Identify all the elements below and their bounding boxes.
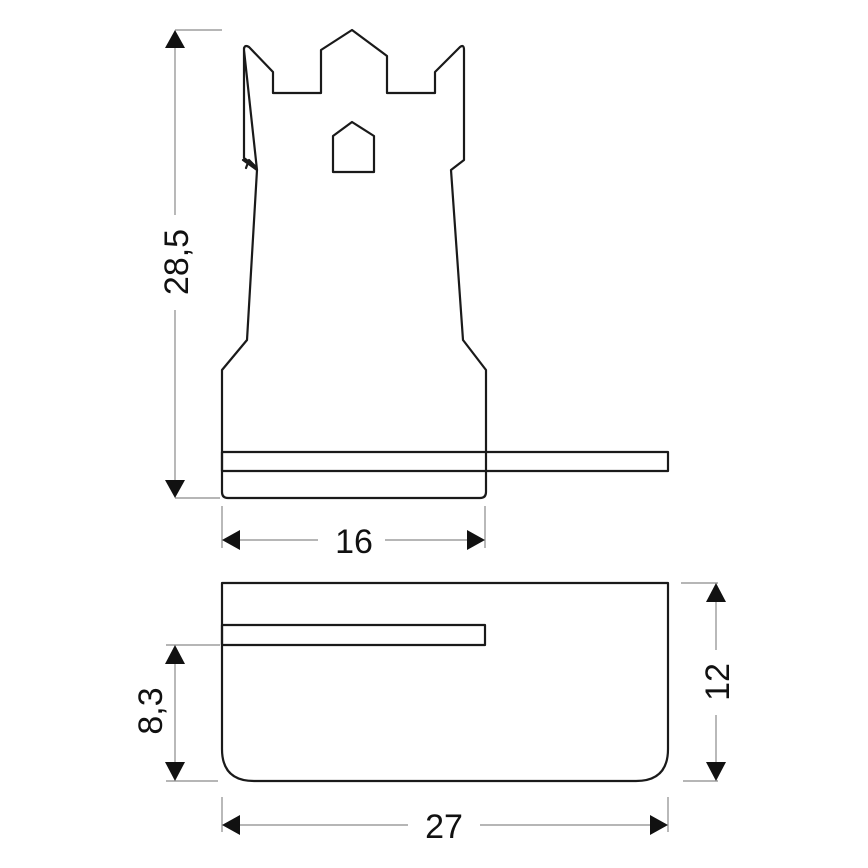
depth-dimension-side: 27 xyxy=(221,797,669,846)
tower-window xyxy=(331,120,376,174)
arrow-right-icon xyxy=(650,815,668,835)
arrow-left-icon xyxy=(222,815,240,835)
side-slot xyxy=(220,623,487,647)
arrow-down-icon xyxy=(706,762,726,781)
arrow-down-icon xyxy=(165,762,185,781)
arrow-up-icon xyxy=(165,30,185,48)
arrow-up-icon xyxy=(165,645,185,664)
side-view xyxy=(220,581,670,783)
width-dimension-front: 16 xyxy=(221,506,486,561)
front-view xyxy=(220,28,670,500)
height-dimension-side: 12 xyxy=(681,582,737,782)
width-label-16: 16 xyxy=(335,523,373,561)
arrow-right-icon xyxy=(467,530,485,550)
arrow-down-icon xyxy=(165,480,185,498)
height-dimension-front: 28,5 xyxy=(158,29,222,499)
height-label-12: 12 xyxy=(699,663,737,701)
slot-height-dimension-side: 8,3 xyxy=(132,644,220,782)
arrow-up-icon xyxy=(706,583,726,602)
depth-label-27: 27 xyxy=(425,808,463,846)
arrow-left-icon xyxy=(222,530,240,550)
height-label-28-5: 28,5 xyxy=(158,229,196,295)
slot-height-label-8-3: 8,3 xyxy=(132,687,170,734)
side-profile-outline xyxy=(220,581,670,783)
tower-outline xyxy=(220,28,488,500)
shelf-bar-front xyxy=(220,450,670,473)
